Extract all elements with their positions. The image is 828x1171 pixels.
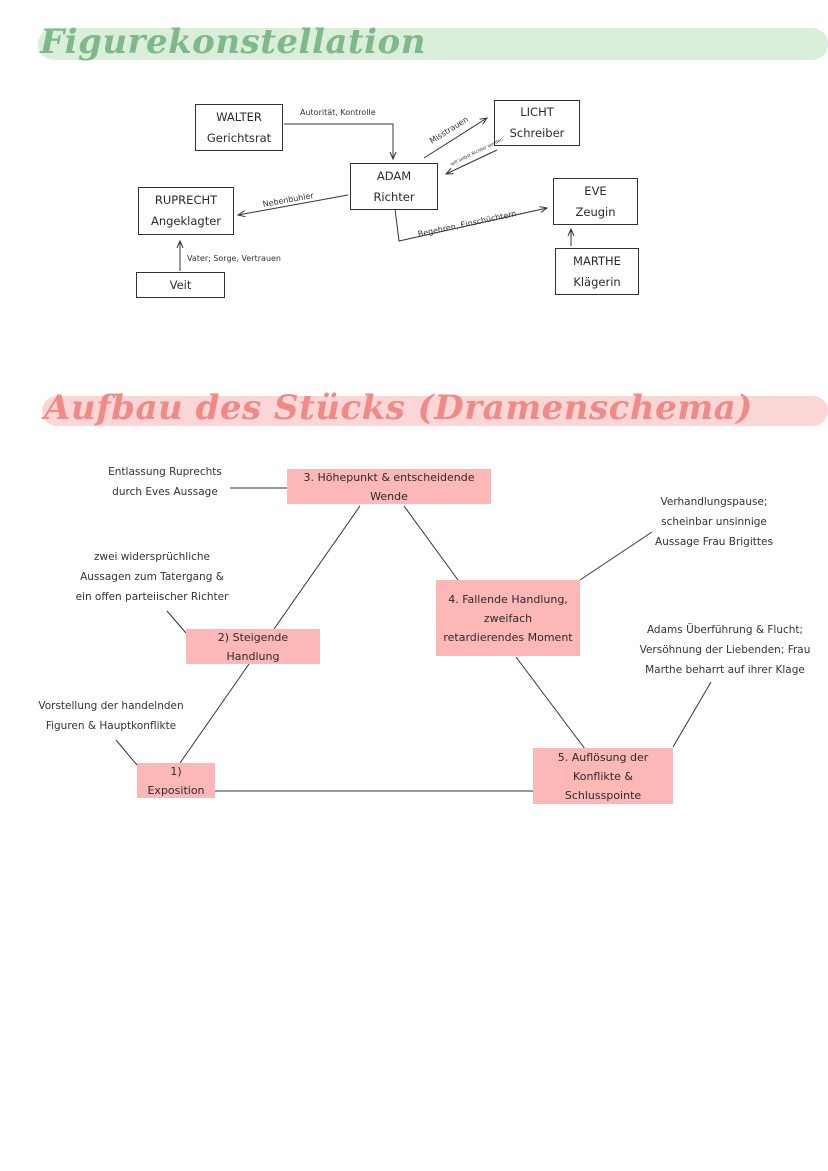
- ruprecht-role: Angeklagter: [150, 214, 222, 228]
- note-line: Verhandlungspause;: [660, 496, 768, 508]
- stage-steigende-label: 2) Steigende Handlung: [217, 630, 289, 663]
- note-line: Vorstellung der handelnden: [38, 700, 184, 712]
- note-line: Entlassung Ruprechts: [108, 466, 222, 478]
- walter-name: WALTER: [216, 109, 262, 124]
- pointer-steigende-note: [166, 610, 187, 634]
- licht-role: Schreiber: [509, 126, 565, 140]
- stage-hoehepunkt-label: 3. Höhepunkt & entscheidende Wende: [303, 470, 475, 503]
- box-eve: EVE Zeugin: [553, 178, 638, 225]
- section2-title: Aufbau des Stücks (Dramenschema): [44, 388, 753, 428]
- line-hoehepunkt-fallende: [403, 505, 459, 581]
- arrow-licht-adam: [446, 149, 498, 174]
- note-hoehepunkt: Entlassung Ruprechts durch Eves Aussage: [100, 462, 230, 502]
- stage-exposition: 1) Exposition: [137, 763, 215, 798]
- box-ruprecht: RUPRECHT Angeklagter: [138, 187, 234, 235]
- note-line: Aussage Frau Brigittes: [655, 536, 773, 548]
- marthe-role: Klägerin: [573, 274, 621, 289]
- note-line: Aussagen zum Tatergang &: [80, 571, 224, 583]
- stage-steigende: 2) Steigende Handlung: [186, 629, 320, 664]
- ruprecht-name: RUPRECHT: [154, 193, 218, 207]
- pointer-exposition-note: [115, 739, 138, 766]
- pointer-fallende-note: [579, 531, 653, 581]
- eve-role: Zeugin: [575, 204, 616, 219]
- section2-heading-band: [42, 396, 828, 426]
- stage-exposition-label: 1) Exposition: [147, 764, 205, 797]
- arrow-adam-ruprecht: [238, 194, 349, 215]
- note-line: Versöhnung der Liebenden; Frau: [639, 644, 811, 656]
- line-steigende-hoehepunkt: [273, 505, 361, 630]
- note-exposition: Vorstellung der handelnden Figuren & Hau…: [36, 696, 186, 736]
- stage-fallende-label: 4. Fallende Handlung, zweifach retardier…: [443, 592, 573, 644]
- box-veit: Veit: [136, 272, 225, 298]
- section1-title: Figurekonstellation: [40, 22, 426, 62]
- note-fallende: Verhandlungspause; scheinbar unsinnige A…: [644, 492, 784, 552]
- note-line: Figuren & Hauptkonflikte: [45, 720, 177, 732]
- stage-fallende: 4. Fallende Handlung, zweifach retardier…: [436, 580, 580, 656]
- marthe-name: MARTHE: [573, 253, 621, 268]
- note-line: Adams Überführung & Flucht;: [646, 624, 804, 636]
- arrow-adam-eve: [394, 208, 547, 242]
- note-line: scheinbar unsinnige: [661, 516, 767, 528]
- licht-name: LICHT: [520, 105, 554, 119]
- note-steigende: zwei widersprüchliche Aussagen zum Tater…: [72, 547, 232, 607]
- walter-role: Gerichtsrat: [206, 130, 272, 145]
- note-line: Marthe beharrt auf ihrer Klage: [645, 664, 805, 676]
- note-line: ein offen parteiischer Richter: [75, 591, 229, 603]
- arrow-walter-adam: [284, 123, 393, 159]
- section1-heading-band: [38, 28, 828, 60]
- box-marthe: MARTHE Klägerin: [555, 248, 639, 295]
- eve-name: EVE: [584, 183, 607, 198]
- stage-aufloesung-label: 5. Auflösung der Konflikte & Schlusspoin…: [557, 750, 649, 802]
- veit-name: Veit: [169, 277, 192, 292]
- box-walter: WALTER Gerichtsrat: [195, 104, 283, 151]
- note-line: zwei widersprüchliche: [93, 551, 211, 563]
- adam-name: ADAM: [376, 168, 412, 183]
- label-walter-adam: Autorität, Kontrolle: [300, 108, 376, 117]
- pointer-aufloesung-note: [672, 681, 712, 748]
- note-line: durch Eves Aussage: [112, 486, 218, 498]
- note-aufloesung: Adams Überführung & Flucht; Versöhnung d…: [636, 620, 814, 680]
- box-adam: ADAM Richter: [350, 163, 438, 210]
- line-fallende-aufloesung: [515, 656, 586, 750]
- box-licht: LICHT Schreiber: [494, 100, 580, 146]
- stage-aufloesung: 5. Auflösung der Konflikte & Schlusspoin…: [533, 748, 673, 804]
- stage-hoehepunkt: 3. Höhepunkt & entscheidende Wende: [287, 469, 491, 504]
- line-exposition-steigende: [179, 663, 250, 764]
- arrow-adam-licht: [423, 118, 487, 159]
- adam-role: Richter: [373, 189, 415, 204]
- label-veit-ruprecht: Vater; Sorge, Vertrauen: [187, 254, 281, 263]
